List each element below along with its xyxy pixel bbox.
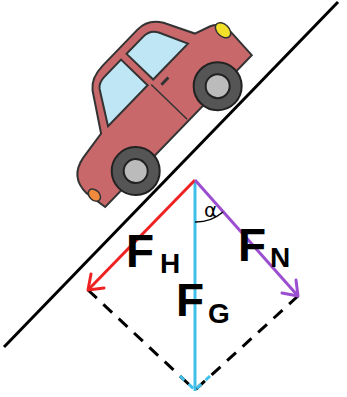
force-symbol: F — [126, 228, 154, 274]
angle-label: α — [204, 200, 217, 220]
force-subscript: N — [270, 244, 290, 272]
normal-force-vector — [195, 180, 298, 296]
dashed-line — [195, 296, 298, 390]
downhill-force-vector — [88, 180, 195, 290]
force-subscript: H — [160, 250, 180, 278]
incline-line — [4, 2, 338, 347]
force-subscript: G — [208, 300, 230, 328]
force-symbol: F — [176, 277, 204, 323]
car — [30, 0, 269, 224]
force-symbol: F — [238, 222, 266, 268]
